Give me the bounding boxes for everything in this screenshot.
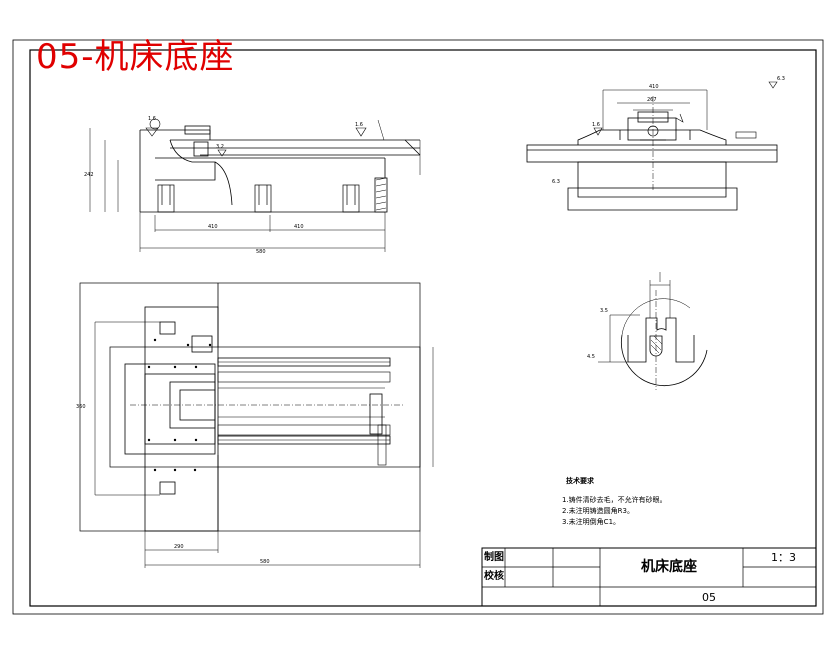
dim-plan-depth: 360: [76, 404, 86, 410]
dim-side-inner: 267: [647, 97, 657, 103]
roughness-b: 1.6: [355, 122, 363, 128]
dim-plan-left: 290: [174, 544, 184, 550]
roughness-f: 6.3: [777, 76, 785, 82]
roughness-c: 3.2: [216, 144, 224, 150]
title-block: [481, 547, 817, 607]
note-item-3: 3.未注明倒角C1。: [562, 518, 621, 526]
outer-border: [12, 39, 824, 615]
scale-value: 1：3: [771, 551, 796, 564]
technical-requirements: 技术要求 1.铸件清砂去毛，不允许有砂眼。 2.未注明铸造圆角R3。 3.未注明…: [562, 476, 667, 528]
dim-front-span-b: 410: [294, 224, 304, 230]
front-view: [89, 118, 421, 252]
roughness-e: 6.3: [552, 179, 560, 185]
roughness-a: 1.6: [148, 116, 156, 122]
dim-front-height: 242: [84, 172, 94, 178]
checked-label: 校核: [484, 571, 504, 582]
dim-detail-gap: 3.5: [600, 308, 608, 314]
part-name: 机床底座: [641, 559, 697, 575]
dim-side-width: 410: [649, 84, 659, 90]
note-item-1: 1.铸件清砂去毛，不允许有砂眼。: [562, 496, 667, 504]
drawn-label: 制图: [484, 552, 504, 563]
dim-front-total: 580: [256, 249, 266, 255]
note-item-2: 2.未注明铸造圆角R3。: [562, 507, 634, 515]
roughness-d: 1.6: [592, 122, 600, 128]
detail-view: [598, 272, 708, 390]
plan-view: [79, 282, 434, 568]
side-view: [526, 81, 778, 211]
drawing-heading: 05-机床底座: [36, 37, 235, 77]
inner-border: [29, 49, 817, 607]
notes-title: 技术要求: [566, 477, 594, 485]
drawing-number: 05: [702, 591, 716, 604]
dim-plan-width: 580: [260, 559, 270, 565]
dim-detail-width: 4.5: [587, 354, 595, 360]
dim-front-span-a: 410: [208, 224, 218, 230]
